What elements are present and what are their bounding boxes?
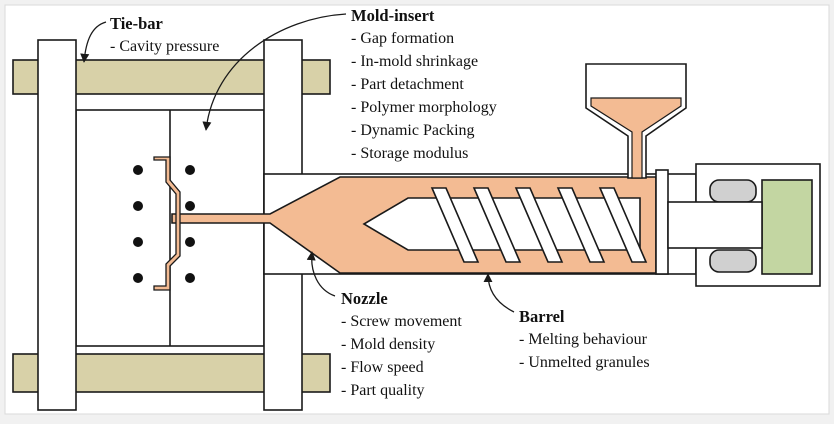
nozzle-item: - Screw movement — [341, 313, 462, 330]
piston-seal-top — [709, 179, 757, 203]
nozzle-item: - Mold density — [341, 336, 436, 353]
hopper-granules — [590, 97, 682, 179]
barrel-item: - Melting behaviour — [519, 331, 647, 348]
mold-cavity-part — [153, 156, 181, 291]
mold-insert-item: - Dynamic Packing — [351, 122, 475, 139]
mold-insert-item: - Polymer morphology — [351, 99, 497, 116]
mold-insert-leader — [202, 13, 347, 131]
tie-bar-title: Tie-bar — [110, 14, 163, 33]
mold-insert-item: - Gap formation — [351, 30, 455, 47]
tie-bar-item: - Cavity pressure — [110, 38, 220, 55]
barrel-item: - Unmelted granules — [519, 354, 650, 371]
barrel-label: Barrel - Melting behaviour - Unmelted gr… — [519, 305, 650, 374]
piston-seal-bottom — [709, 249, 757, 273]
tie-bar-leader — [80, 21, 107, 63]
tie-bar-label: Tie-bar - Cavity pressure — [110, 12, 219, 58]
cooling-channel-icon — [133, 165, 195, 283]
clamp-plate-left — [37, 39, 77, 411]
nozzle-label: Nozzle - Screw movement - Mold density -… — [341, 287, 462, 402]
mold-insert-label: Mold-insert - Gap formation - In-mold sh… — [351, 4, 497, 165]
piston-icon — [761, 179, 813, 275]
barrel-leader — [483, 273, 515, 313]
nozzle-title: Nozzle — [341, 289, 388, 308]
mold-insert-item: - In-mold shrinkage — [351, 53, 479, 70]
nozzle-item: - Flow speed — [341, 359, 424, 376]
mold-insert-title: Mold-insert — [351, 6, 435, 25]
nozzle-item: - Part quality — [341, 382, 425, 399]
mold-insert-item: - Part detachment — [351, 76, 464, 93]
mold-insert-item: - Storage modulus — [351, 145, 469, 162]
piston-rod — [667, 201, 763, 249]
nozzle-leader — [306, 251, 336, 297]
barrel-flange — [655, 169, 669, 275]
barrel-title: Barrel — [519, 307, 565, 326]
